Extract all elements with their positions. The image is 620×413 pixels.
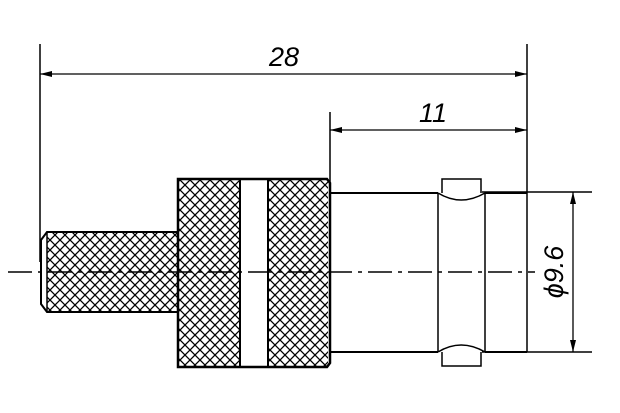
dimension-label-28: 28 <box>268 42 299 72</box>
dimension-label-diameter: ϕ9.6 <box>539 245 569 299</box>
dimension-label-11: 11 <box>419 98 447 128</box>
connector-body <box>330 178 527 367</box>
knurled-knob <box>176 177 332 369</box>
